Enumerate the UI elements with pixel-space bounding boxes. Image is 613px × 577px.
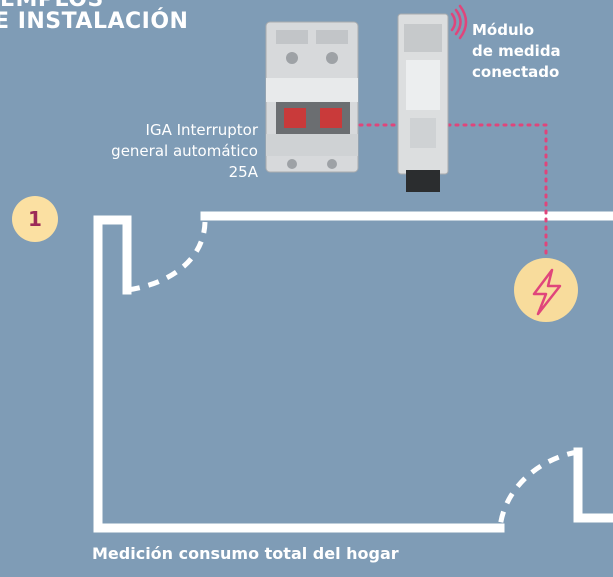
breaker-label-line-1: IGA Interruptor <box>145 121 258 139</box>
wall-right-bottom-stub <box>573 447 613 523</box>
measurement-module-device <box>397 13 449 192</box>
floor-plan <box>93 211 613 533</box>
heading-line-1: EMPLOS <box>0 0 104 12</box>
wireless-signal-icon <box>450 4 468 40</box>
step-number-badge: 1 <box>12 196 58 242</box>
door-arc-top-left <box>126 221 208 293</box>
wall-left-top-stub <box>93 215 132 295</box>
circuit-breaker-device <box>265 21 359 173</box>
door-arc-bottom-right <box>497 449 579 529</box>
breaker-label: IGA Interruptor general automático 25A <box>40 120 258 183</box>
door-arcs <box>126 221 579 529</box>
module-label-line-2: de medida <box>472 42 561 60</box>
heading-line-2: E INSTALACIÓN <box>0 9 189 34</box>
energy-meter <box>514 258 578 322</box>
breaker-label-line-2: general automático <box>111 142 258 160</box>
module-to-meter-line <box>438 123 548 260</box>
connection-lines <box>358 123 548 260</box>
breaker-label-line-3: 25A <box>228 163 258 181</box>
module-label-line-3: conectado <box>472 63 560 81</box>
wall-left <box>93 215 505 533</box>
lightning-bolt-icon <box>532 268 562 316</box>
module-label-line-1: Módulo <box>472 21 535 39</box>
diagram-caption: Medición consumo total del hogar <box>92 544 399 563</box>
module-label: Módulo de medida conectado <box>472 20 602 83</box>
